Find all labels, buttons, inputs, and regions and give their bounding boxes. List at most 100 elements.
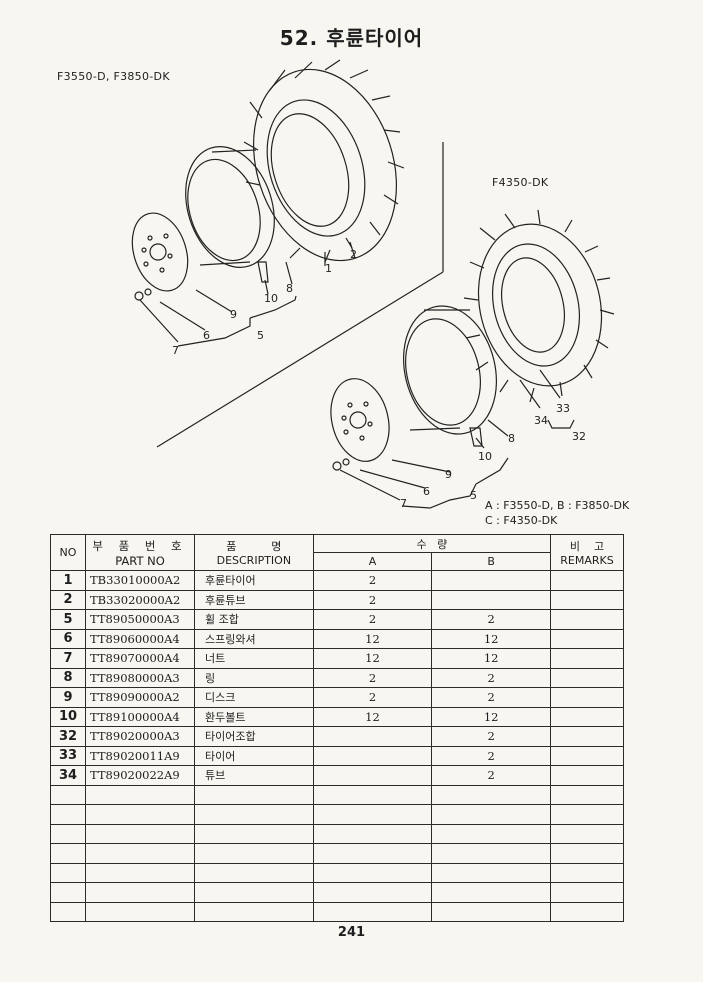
cell-empty xyxy=(85,843,195,864)
callout-label: 9 xyxy=(230,308,237,321)
cell-empty xyxy=(550,882,624,903)
cell-empty xyxy=(194,862,314,883)
cell-empty xyxy=(50,804,86,825)
callout-label: 5 xyxy=(470,489,477,502)
cell-empty xyxy=(194,804,314,825)
cell-remarks xyxy=(550,726,624,747)
cell-part: TT89100000A4 xyxy=(85,706,195,727)
cell-empty xyxy=(85,804,195,825)
cell-empty xyxy=(312,823,433,844)
header-qty-b: B xyxy=(431,552,551,571)
cell-empty xyxy=(85,882,195,903)
cell-part: TT89090000A2 xyxy=(85,687,195,708)
callout-label: 7 xyxy=(172,344,179,357)
callout-label: 10 xyxy=(264,292,278,305)
header-part-ko: 부 품 번 호 xyxy=(92,538,188,553)
cell-empty xyxy=(550,784,624,805)
left-tire xyxy=(243,59,405,266)
callout-label: 10 xyxy=(478,450,492,463)
table-row-empty xyxy=(50,784,624,805)
cell-remarks xyxy=(550,589,624,610)
cell-no: 7 xyxy=(50,648,86,669)
cell-empty xyxy=(431,784,551,805)
cell-a xyxy=(312,726,433,747)
cell-remarks xyxy=(550,628,624,649)
callout-label: 32 xyxy=(572,430,586,443)
cell-empty xyxy=(50,862,86,883)
cell-remarks xyxy=(550,765,624,786)
header-part-no: 부 품 번 호 PART NO xyxy=(85,534,195,571)
cell-a: 12 xyxy=(312,648,433,669)
cell-no: 8 xyxy=(50,667,86,688)
cell-empty xyxy=(312,784,433,805)
cell-desc: 타이어 xyxy=(194,745,314,766)
cell-empty xyxy=(312,804,433,825)
cell-empty xyxy=(194,843,314,864)
callout-label: 8 xyxy=(286,282,293,295)
cell-empty xyxy=(194,882,314,903)
cell-no: 5 xyxy=(50,609,86,630)
cell-no: 10 xyxy=(50,706,86,727)
cell-a xyxy=(312,765,433,786)
legend-line-2: C : F4350-DK xyxy=(485,514,558,527)
cell-empty xyxy=(312,862,433,883)
table-row-empty xyxy=(50,901,624,922)
cell-b: 12 xyxy=(431,706,551,727)
cell-remarks xyxy=(550,745,624,766)
cell-empty xyxy=(550,862,624,883)
cell-a: 12 xyxy=(312,706,433,727)
callout-label: 6 xyxy=(423,485,430,498)
cell-remarks xyxy=(550,609,624,630)
cell-part: TT89070000A4 xyxy=(85,648,195,669)
exploded-parts-diagram: 1 2 5 6 7 8 9 10 5 6 7 8 9 10 32 33 34 xyxy=(131,59,615,510)
cell-a: 2 xyxy=(312,589,433,610)
cell-part: TT89020011A9 xyxy=(85,745,195,766)
cell-empty xyxy=(550,804,624,825)
cell-part: TB33020000A2 xyxy=(85,589,195,610)
cell-remarks xyxy=(550,648,624,669)
model-label-right: F4350-DK xyxy=(492,176,549,189)
cell-empty xyxy=(431,804,551,825)
cell-desc: 스프링와셔 xyxy=(194,628,314,649)
table-row-empty xyxy=(50,804,624,825)
header-description: 품 명 DESCRIPTION xyxy=(194,534,314,571)
callout-label: 33 xyxy=(556,402,570,415)
cell-no: 9 xyxy=(50,687,86,708)
callout-label: 5 xyxy=(257,329,264,342)
cell-no: 1 xyxy=(50,570,86,591)
right-nut xyxy=(332,458,350,471)
cell-desc: 튜브 xyxy=(194,765,314,786)
cell-empty xyxy=(50,784,86,805)
cell-desc: 후륜튜브 xyxy=(194,589,314,610)
cell-b: 2 xyxy=(431,687,551,708)
cell-part: TT89080000A3 xyxy=(85,667,195,688)
cell-desc: 후륜타이어 xyxy=(194,570,314,591)
table-row-empty xyxy=(50,843,624,864)
cell-remarks xyxy=(550,570,624,591)
header-desc-ko: 품 명 xyxy=(226,540,282,553)
header-qty: 수 량 xyxy=(312,534,552,553)
table-row-empty xyxy=(50,862,624,883)
page-title: 52. 후륜타이어 xyxy=(279,26,424,50)
cell-b xyxy=(431,589,551,610)
cell-part: TT89020000A3 xyxy=(85,726,195,747)
cell-empty xyxy=(50,843,86,864)
callout-label: 7 xyxy=(400,497,407,510)
model-label-left: F3550-D, F3850-DK xyxy=(57,70,170,83)
callout-label: 8 xyxy=(508,432,515,445)
header-no: NO xyxy=(50,534,86,571)
callout-label: 9 xyxy=(445,468,452,481)
cell-empty xyxy=(312,901,433,922)
cell-b: 2 xyxy=(431,726,551,747)
header-qty-a: A xyxy=(312,552,433,571)
cell-empty xyxy=(550,843,624,864)
cell-b: 2 xyxy=(431,765,551,786)
